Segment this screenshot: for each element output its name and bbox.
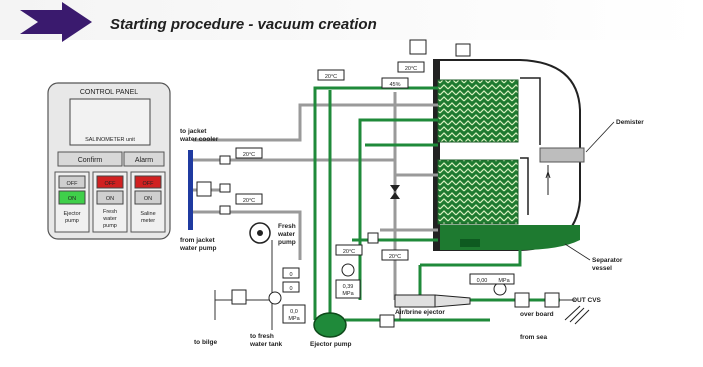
alarm-button-label: Alarm <box>135 157 153 164</box>
demister <box>539 147 585 163</box>
label-to-bilge: to bilge <box>194 339 217 346</box>
evaporator-coil <box>437 159 519 225</box>
fresh-water-pump-on-label: ON <box>106 196 114 202</box>
salinometer-off-button[interactable] <box>134 175 162 189</box>
valves <box>196 39 560 328</box>
label-from-jacket: from jacket <box>180 237 216 244</box>
label-to-fresh-water-tank: to fresh <box>250 333 274 340</box>
pressure-gauges <box>268 263 507 305</box>
temp-readout-3: 20°C <box>243 152 255 158</box>
temp-readout-4: 20°C <box>243 198 255 204</box>
pressure-readout-2: 0,0 <box>290 309 298 315</box>
pressure-readout-1: 0,39 <box>343 284 354 290</box>
ejector-pump-off-button[interactable] <box>58 175 86 189</box>
alarm-button[interactable] <box>123 151 165 167</box>
pressure-readout-3-unit: MPa <box>498 278 510 284</box>
fresh-water-pump-off-button[interactable] <box>96 175 124 189</box>
title-bar <box>0 0 703 40</box>
label-over-board: over board <box>520 311 554 318</box>
temp-readout-2: 20°C <box>405 66 417 72</box>
fresh-water-pump-on-button[interactable] <box>96 190 124 205</box>
ejector-pump-label: Ejector <box>63 211 80 217</box>
readouts: 20°C 20°C 45% 20°C 20°C 20°C 0 0,39 MPa … <box>235 61 515 324</box>
jacket-water-header <box>188 150 193 230</box>
condenser-coil <box>437 79 519 143</box>
label-demister: Demister <box>616 119 644 126</box>
fresh-water-pump-label-3: pump <box>103 223 117 229</box>
ejector-pump-label-2: pump <box>65 218 79 224</box>
label-to-jacket-2: water cooler <box>179 136 219 143</box>
label-fresh-water-pump-2: water <box>277 231 295 238</box>
bottom-outlet <box>460 239 480 247</box>
pressure-readout-1-unit: MPa <box>342 291 354 297</box>
label-ejector-pump: Ejector pump <box>310 341 352 348</box>
label-fresh-water-pump: Fresh <box>278 223 296 230</box>
arrow-icon <box>20 2 92 42</box>
fresh-water-pump-label: Fresh <box>103 209 117 215</box>
pressure-readout-2-unit: MPa <box>288 316 300 322</box>
label-to-jacket: to jacket <box>180 128 207 135</box>
fresh-water-pump-label-2: water <box>102 216 117 222</box>
air-brine-ejector <box>394 294 436 308</box>
salinometer-on-label: ON <box>144 196 152 202</box>
confirm-button[interactable] <box>57 151 123 167</box>
salinometer-off-label: OFF <box>143 181 155 187</box>
confirm-button-label: Confirm <box>78 157 103 164</box>
salinometer-on-button[interactable] <box>134 190 162 205</box>
control-panel: CONTROL PANEL SALINOMETER unit Confirm A… <box>47 82 171 240</box>
salinometer-display <box>69 98 151 146</box>
separator-vessel <box>433 43 585 251</box>
percent-readout: 45% <box>389 82 400 88</box>
small-readout: 0 <box>289 272 292 278</box>
ejector-pump-on-label: ON <box>68 196 76 202</box>
label-from-jacket-2: water pump <box>179 245 217 252</box>
salinometer-label: Saline <box>140 211 155 217</box>
salinometer-display-text: SALINOMETER unit <box>85 137 135 143</box>
label-from-sea: from sea <box>520 334 547 341</box>
ejector-pump-off-label: OFF <box>67 181 79 187</box>
ejector-pump-icon <box>313 312 347 338</box>
diagram-labels: to jacket water cooler from jacket water… <box>179 119 644 348</box>
small-readout-2: 0 <box>289 286 292 292</box>
label-air-brine-ejector: Air/brine ejector <box>395 309 445 316</box>
sea-inlet-icon <box>564 305 590 325</box>
label-to-fresh-water-tank-2: water tank <box>249 341 283 348</box>
label-separator: Separator <box>592 257 623 264</box>
label-separator-2: vessel <box>592 265 612 272</box>
ejector-pump-on-button[interactable] <box>58 190 86 205</box>
label-fresh-water-pump-3: pump <box>278 239 296 246</box>
temp-readout-6: 20°C <box>389 254 401 260</box>
control-panel-heading: CONTROL PANEL <box>80 89 138 96</box>
fresh-water-pump-off-label: OFF <box>105 181 117 187</box>
top-valve <box>455 43 471 57</box>
temp-readout-1: 20°C <box>325 74 337 80</box>
page-title: Starting procedure - vacuum creation <box>110 16 377 33</box>
label-out-cvs: OUT CVS <box>572 297 602 304</box>
salinometer-label-2: meter <box>141 218 155 224</box>
temp-readout-5: 20°C <box>343 249 355 255</box>
pressure-readout-3: 0,00 <box>477 278 488 284</box>
